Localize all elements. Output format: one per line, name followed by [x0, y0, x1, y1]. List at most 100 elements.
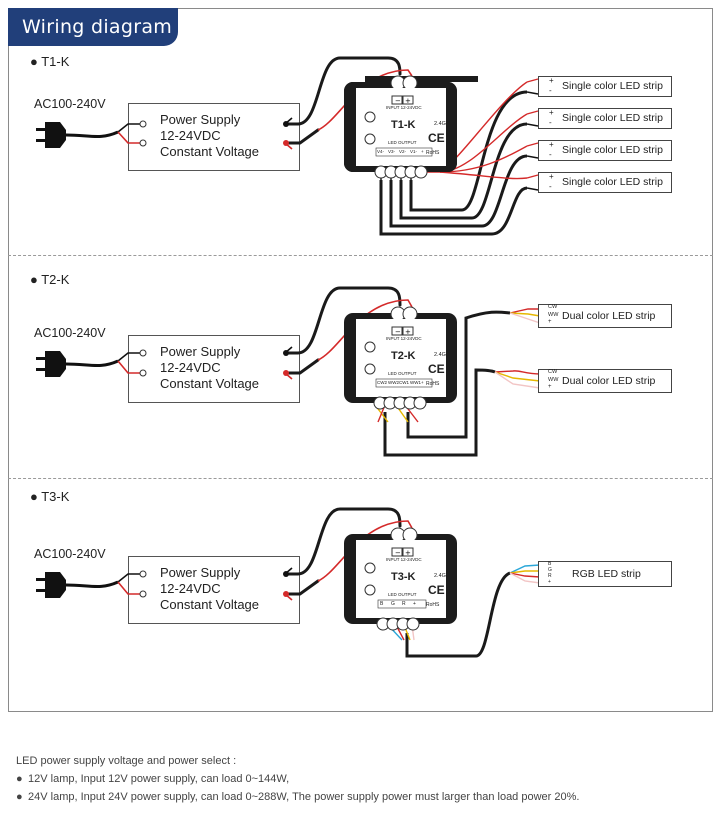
power-notes: LED power supply voltage and power selec…: [16, 752, 579, 806]
strip-pin: +: [549, 76, 554, 85]
controller-t2k: −+: [344, 306, 457, 410]
plug-icon: [36, 351, 119, 377]
strip-label: Single color LED strip: [562, 144, 663, 156]
psu-line: 12-24VDC: [160, 360, 221, 375]
ce-mark: CE: [428, 583, 445, 597]
rohs-label: RoHS: [426, 381, 440, 387]
psu-line: Constant Voltage: [160, 376, 260, 391]
led-strip: + - Single color LED strip: [538, 172, 672, 193]
output-pin: CW1: [399, 380, 409, 385]
strip-pin: +: [548, 579, 551, 585]
strip-pin: CW: [548, 304, 558, 310]
strip-pin: +: [548, 319, 552, 325]
controller-t1k-label: INPUT 12-24VDC T1-K 2.4G CE RoHS LED OUT…: [356, 88, 446, 166]
led-strip: + - Single color LED strip: [538, 108, 672, 129]
freq-label: 2.4G: [434, 352, 446, 358]
input-label: INPUT 12-24VDC: [386, 105, 422, 110]
power-supply: Power Supply 12-24VDC Constant Voltage: [128, 103, 300, 171]
strip-pin: +: [549, 140, 554, 149]
controller-t3k: −+: [344, 527, 457, 631]
controller-model: T2-K: [391, 350, 416, 362]
strip-label: Single color LED strip: [562, 112, 663, 124]
section-divider: [8, 478, 713, 479]
ac-input-label: AC100-240V: [34, 97, 106, 111]
strip-label: Single color LED strip: [562, 176, 663, 188]
freq-label: 2.4G: [434, 121, 446, 127]
output-label: LED OUTPUT: [388, 140, 417, 145]
svg-text:−: −: [395, 97, 401, 105]
ac-input-label: AC100-240V: [34, 326, 106, 340]
output-pin-row: CW2 WW2 CW1 WW1 +: [377, 380, 430, 385]
controller-t2k-label: INPUT 12-24VDC T2-K 2.4G CE RoHS LED OUT…: [356, 319, 446, 397]
page-title: Wiring diagram: [8, 8, 178, 46]
section-title-t3k: ● T3-K: [30, 489, 70, 504]
svg-text:−: −: [395, 328, 401, 336]
power-supply: Power Supply 12-24VDC Constant Voltage: [128, 556, 300, 624]
led-strip: + - Single color LED strip: [538, 76, 672, 97]
strip-pin: WW: [548, 377, 559, 383]
strip-pin: +: [548, 384, 552, 390]
strip-label: Single color LED strip: [562, 80, 663, 92]
plug-icon: [36, 572, 119, 598]
strip-label: RGB LED strip: [572, 568, 641, 580]
strip-pin: -: [549, 86, 552, 95]
section-title-t2k: ● T2-K: [30, 272, 70, 287]
output-pin: G: [391, 601, 395, 607]
strip-pin: +: [549, 172, 554, 181]
output-pin: R: [402, 601, 406, 607]
led-strip: CW WW + Dual color LED strip: [538, 369, 672, 393]
strip-pin: CW: [548, 369, 558, 375]
psu-line: Power Supply: [160, 112, 241, 127]
output-label: LED OUTPUT: [388, 592, 417, 597]
output-pin: WW1: [410, 380, 421, 385]
diagram-frame: [8, 8, 713, 712]
notes-item: ●12V lamp, Input 12V power supply, can l…: [16, 773, 290, 785]
strip-label: Dual color LED strip: [562, 375, 656, 387]
strip-pin: G: [548, 567, 552, 573]
psu-line: 12-24VDC: [160, 128, 221, 143]
rohs-label: RoHS: [426, 150, 440, 156]
svg-text:+: +: [405, 549, 411, 557]
output-pin-row: V4- V3- V2- V1- +: [377, 149, 430, 154]
strip-label: Dual color LED strip: [562, 310, 656, 322]
strip-pin: R: [548, 573, 552, 579]
notes-item: ●24V lamp, Input 24V power supply, can l…: [16, 791, 580, 803]
output-pin: +: [413, 601, 416, 607]
ac-input-label: AC100-240V: [34, 547, 106, 561]
strip-pin: -: [549, 182, 552, 191]
controller-t3k-label: INPUT 12-24VDC T3-K 2.4G CE RoHS LED OUT…: [356, 540, 446, 618]
strip-pin: WW: [548, 312, 559, 318]
psu-line: Power Supply: [160, 344, 241, 359]
output-pin: CW2: [377, 380, 387, 385]
section-title-t1k: ● T1-K: [30, 54, 70, 69]
strip-pin: B: [548, 561, 552, 567]
psu-line: 12-24VDC: [160, 581, 221, 596]
output-pin: V2-: [399, 149, 407, 154]
svg-text:+: +: [405, 97, 411, 105]
controller-model: T1-K: [391, 119, 416, 131]
output-pin: V1-: [410, 149, 418, 154]
section-divider: [8, 255, 713, 256]
output-pin: +: [421, 149, 424, 154]
power-supply: Power Supply 12-24VDC Constant Voltage: [128, 335, 300, 403]
ce-mark: CE: [428, 131, 445, 145]
output-pin-row: B G R +: [380, 601, 421, 607]
freq-label: 2.4G: [434, 573, 446, 579]
psu-line: Constant Voltage: [160, 144, 260, 159]
ce-mark: CE: [428, 362, 445, 376]
output-pin: B: [380, 601, 384, 607]
psu-line: Constant Voltage: [160, 597, 260, 612]
strip-pin: -: [549, 150, 552, 159]
output-pin: V3-: [388, 149, 396, 154]
rohs-label: RoHS: [426, 602, 440, 608]
strip-pin: +: [549, 108, 554, 117]
output-pin: +: [421, 380, 424, 385]
output-pin: V4-: [377, 149, 385, 154]
input-label: INPUT 12-24VDC: [386, 557, 422, 562]
psu-line: Power Supply: [160, 565, 241, 580]
controller-model: T3-K: [391, 571, 416, 583]
led-strip: + - Single color LED strip: [538, 140, 672, 161]
svg-text:−: −: [395, 549, 401, 557]
output-pin: WW2: [388, 380, 399, 385]
